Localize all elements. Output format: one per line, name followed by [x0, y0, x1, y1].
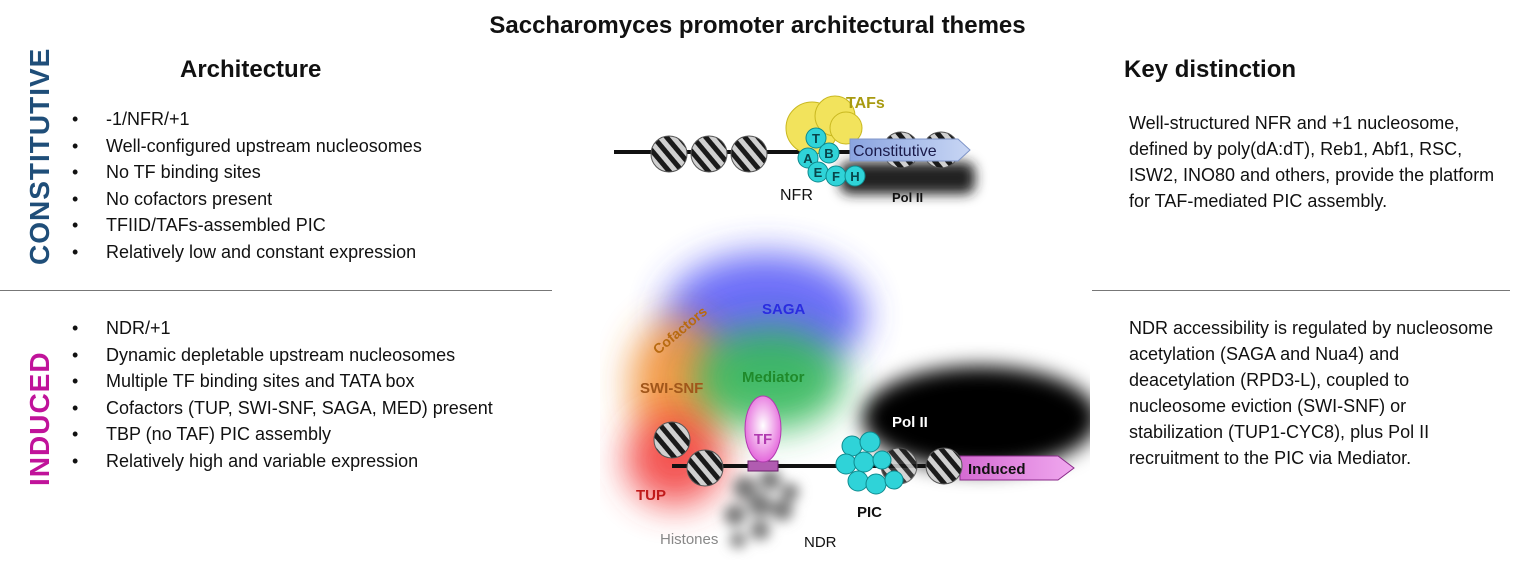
induced-key-text: NDR accessibility is regulated by nucleo…: [1129, 318, 1494, 468]
constitutive-arrow: [849, 138, 971, 162]
pol2-label-bottom: Pol II: [892, 414, 928, 431]
induced-promoter: TF Induced Cofactors SAGA SWI-SNF Mediat…: [625, 253, 1090, 551]
nucleosome-icon: [686, 449, 724, 487]
list-item: Well-configured upstream nucleosomes: [68, 133, 422, 160]
divider-right: [1092, 290, 1510, 291]
tf-label: TF: [754, 431, 772, 448]
list-item: Cofactors (TUP, SWI-SNF, SAGA, MED) pres…: [68, 395, 493, 422]
list-item: Dynamic depletable upstream nucleosomes: [68, 342, 493, 369]
mediator-cloud: [695, 326, 845, 430]
constitutive-bullet-list: -1/NFR/+1 Well-configured upstream nucle…: [68, 106, 422, 265]
nfr-label: NFR: [780, 187, 813, 204]
pic-cluster: [835, 431, 904, 495]
list-item: -1/NFR/+1: [68, 106, 422, 133]
page-title: Saccharomyces promoter architectural the…: [489, 12, 1026, 39]
architecture-header: Architecture: [180, 56, 322, 83]
list-item: Multiple TF binding sites and TATA box: [68, 368, 493, 395]
key-distinction-header: Key distinction: [1124, 56, 1297, 83]
nucleosome-icon: [653, 421, 691, 459]
list-item: TBP (no TAF) PIC assembly: [68, 421, 493, 448]
gtf-letter: B: [824, 146, 833, 161]
gtf-letter: F: [832, 169, 840, 184]
saga-label: SAGA: [762, 301, 806, 318]
promoter-diagram: TAFs Constitutive T A B E F H NFR Pol II: [614, 95, 1090, 551]
divider-left: [0, 290, 552, 291]
pol2-cloud: [862, 366, 1090, 470]
mediator-label: Mediator: [742, 369, 805, 386]
gtf-letter: T: [812, 131, 820, 146]
induced-arrow: [959, 455, 1075, 481]
constitutive-promoter: TAFs Constitutive T A B E F H NFR Pol II: [614, 95, 975, 205]
list-item: NDR/+1: [68, 315, 493, 342]
nucleosome-icon: [925, 447, 963, 485]
induced-label: INDUCED: [24, 351, 55, 486]
ndr-label: NDR: [804, 534, 837, 551]
list-item: Relatively low and constant expression: [68, 239, 422, 266]
constitutive-arrow-label: Constitutive: [853, 143, 937, 160]
pol2-label-top: Pol II: [892, 190, 923, 205]
tf-protein: [744, 395, 782, 463]
histones-cluster: [724, 469, 799, 548]
histones-label: Histones: [660, 531, 718, 548]
gtf-letter: H: [850, 169, 859, 184]
list-item: No cofactors present: [68, 186, 422, 213]
induced-bullet-list: NDR/+1 Dynamic depletable upstream nucle…: [68, 315, 493, 474]
nucleosome-icon: [650, 135, 688, 173]
pic-label: PIC: [857, 504, 882, 521]
gtf-letter: E: [814, 165, 823, 180]
constitutive-key-text: Well-structured NFR and +1 nucleosome, d…: [1129, 113, 1495, 211]
list-item: Relatively high and variable expression: [68, 448, 493, 475]
gtf-letter: A: [803, 151, 813, 166]
list-item: No TF binding sites: [68, 159, 422, 186]
tafs-label: TAFs: [846, 95, 885, 112]
pol2-shadow-top: [840, 162, 975, 194]
swisnf-label: SWI-SNF: [640, 380, 703, 397]
nucleosome-icon: [730, 135, 768, 173]
list-item: TFIID/TAFs-assembled PIC: [68, 212, 422, 239]
tup-label: TUP: [636, 487, 666, 504]
gtf-cluster: T A B E F H: [797, 127, 866, 187]
nucleosome-icon: [690, 135, 728, 173]
constitutive-label: CONSTITUTIVE: [24, 47, 55, 265]
induced-arrow-label: Induced: [968, 461, 1026, 478]
